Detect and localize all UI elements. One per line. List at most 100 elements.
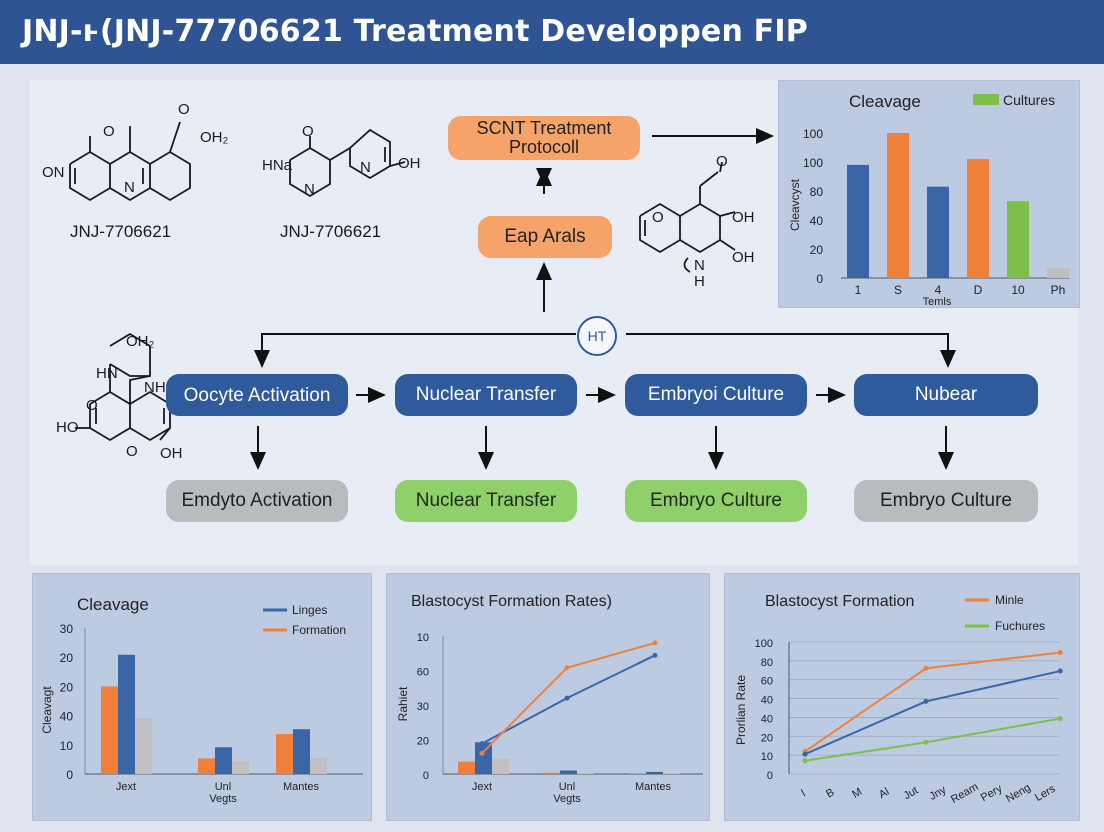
data-point <box>1057 668 1063 674</box>
y-axis-label: Cleavagt <box>40 686 54 734</box>
atom-label: O <box>716 153 728 170</box>
y-tick-label: 40 <box>761 713 773 725</box>
y-tick-label: 30 <box>60 622 74 636</box>
atom-label: ON <box>42 164 65 181</box>
y-tick-label: 20 <box>417 736 429 748</box>
atom-label: NH <box>144 379 166 396</box>
bar <box>293 729 310 774</box>
data-point <box>564 695 570 701</box>
outcome-embryo-culture: Embryo Culture <box>625 480 807 522</box>
bar <box>646 771 663 774</box>
x-tick-label: Ream <box>949 781 980 806</box>
data-point <box>479 750 485 756</box>
x-tick-label: Mantes <box>635 781 672 793</box>
y-tick-label: 0 <box>816 272 823 286</box>
y-tick-label: 10 <box>60 739 74 753</box>
outcome-embryo-culture-2: Embryo Culture <box>854 480 1038 522</box>
x-tick-label: Vegts <box>209 793 237 805</box>
atom-label: OH <box>398 155 421 172</box>
chart-title: Cleavage <box>77 595 149 614</box>
y-axis-label: Prorlian Rate <box>734 675 748 745</box>
bar <box>1007 201 1029 278</box>
y-tick-label: 40 <box>60 710 74 724</box>
x-tick-label: 1 <box>855 283 862 297</box>
legend-label: Minle <box>995 593 1024 607</box>
y-tick-label: 40 <box>810 214 824 228</box>
data-point <box>652 640 658 646</box>
y-tick-label: 0 <box>66 768 73 782</box>
x-tick-label: Unl <box>559 781 576 793</box>
compound-label: JNJ-7706621 <box>280 222 382 241</box>
x-tick-label: Mantes <box>283 781 320 793</box>
bar <box>475 742 492 774</box>
data-point <box>923 739 929 745</box>
outcome-activation: Emdyto Activation <box>166 480 348 522</box>
atom-label: HNa <box>262 157 293 174</box>
data-point <box>479 741 485 747</box>
x-tick-label: S <box>894 283 902 297</box>
eap-node: Eap Arals <box>478 216 612 258</box>
bar <box>577 772 594 774</box>
atom-label: HN <box>96 365 118 382</box>
x-tick-label: M <box>850 786 864 801</box>
bar <box>310 757 327 774</box>
data-point <box>1057 716 1063 722</box>
y-tick-label: 20 <box>810 243 824 257</box>
outcome-nuclear-transfer: Nuclear Transfer <box>395 480 577 522</box>
bar <box>101 686 118 774</box>
atom-label: OH₂ <box>126 333 155 350</box>
step-oocyte-activation: Oocyte Activation <box>166 374 348 416</box>
x-tick-label: Jext <box>472 781 492 793</box>
y-tick-label: 80 <box>761 657 773 669</box>
chart-title: Blastocyst Formation Rates) <box>411 593 612 610</box>
bar <box>663 773 680 774</box>
x-tick-label: Al <box>877 786 891 801</box>
atom-label: OH <box>732 249 755 266</box>
data-point <box>1057 650 1063 656</box>
y-tick-label: 0 <box>423 770 429 782</box>
x-tick-label: 10 <box>1011 283 1025 297</box>
atom-label: N <box>694 257 705 274</box>
x-tick-label: Unl <box>215 781 232 793</box>
bar <box>629 773 646 774</box>
y-tick-label: 100 <box>755 638 773 650</box>
bar <box>198 758 215 774</box>
data-point <box>923 665 929 671</box>
title-bar: JNJ-ⱶ(JNJ-77706621 Treatment Developpen … <box>0 0 1104 64</box>
atom-label: OH <box>732 209 755 226</box>
x-tick-label: B <box>824 786 836 800</box>
y-tick-label: 100 <box>803 156 823 170</box>
atom-label: N <box>360 159 371 176</box>
flow-arrows <box>250 128 956 470</box>
y-tick-label: 0 <box>767 770 773 782</box>
bar <box>927 186 949 278</box>
step-nuclear-transfer: Nuclear Transfer <box>395 374 577 416</box>
bar <box>967 159 989 278</box>
y-tick-label: 10 <box>417 632 429 644</box>
bar <box>135 718 152 774</box>
legend-label: Cultures <box>1003 92 1055 108</box>
legend-label: Linges <box>292 603 327 617</box>
bar <box>492 758 509 774</box>
x-tick-label: Vegts <box>553 793 581 805</box>
bar <box>276 734 293 774</box>
bar <box>560 770 577 774</box>
step-embryo-culture: Embryoi Culture <box>625 374 807 416</box>
x-tick-label: Ph <box>1051 283 1066 297</box>
x-tick-label: D <box>974 283 983 297</box>
atom-label: O <box>103 123 115 140</box>
hub-node: HT <box>577 316 617 356</box>
x-tick-label: Jut <box>902 785 921 803</box>
bar <box>543 772 560 774</box>
y-axis-label: Rahiet <box>396 686 410 721</box>
y-tick-label: 60 <box>761 676 773 688</box>
atom-label: N <box>124 179 135 196</box>
x-tick-label: Neng <box>1004 782 1033 806</box>
protocol-node: SCNT Treatment Protocoll <box>448 116 640 160</box>
